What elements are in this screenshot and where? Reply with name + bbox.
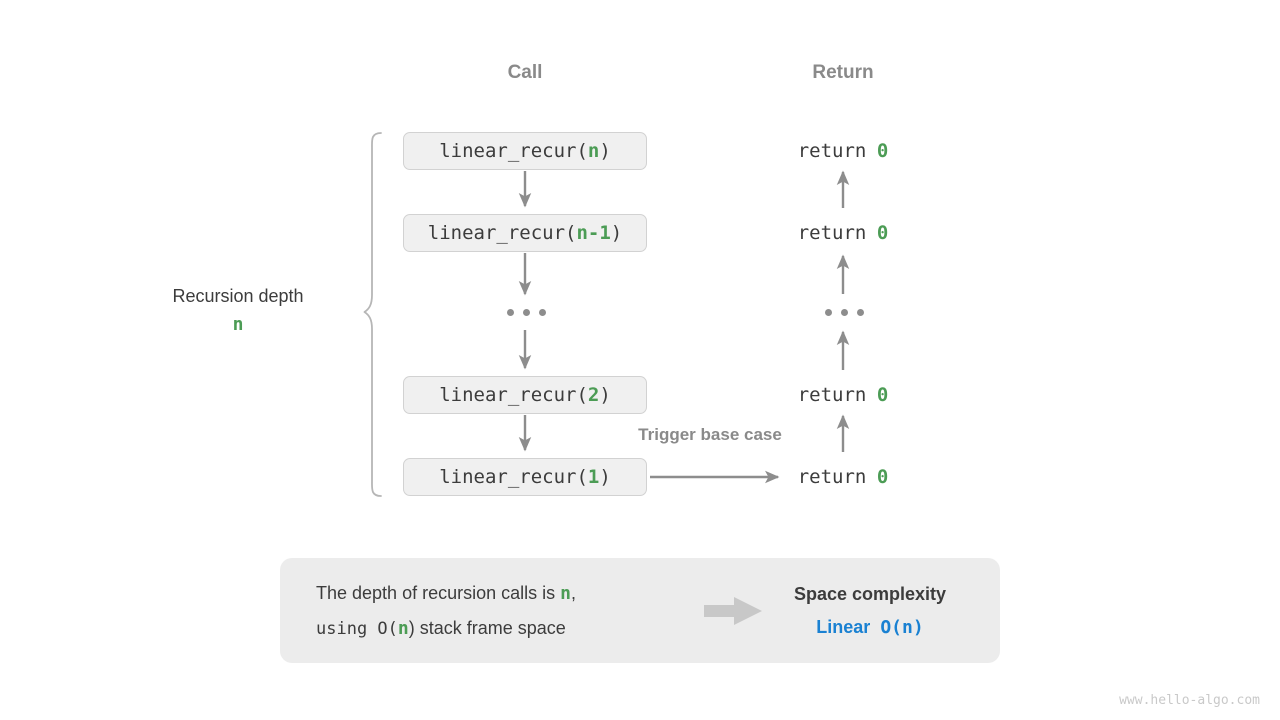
call-frame-prefix: linear_recur( [439,384,588,406]
call-frame-box: linear_recur(n-1) [403,214,647,252]
recursion-depth-brace [363,132,382,497]
summary-result-word: Linear [816,617,871,638]
call-frame-box: linear_recur(n) [403,132,647,170]
return-keyword: return [797,466,867,488]
call-frame-suffix: ) [610,222,623,244]
return-statement: return 0 [763,376,923,414]
ellipsis-call [507,309,546,316]
summary-line1-before: The depth of recursion calls is [316,583,561,603]
right-arrow-icon [704,597,762,625]
call-frame-prefix: linear_recur( [439,466,588,488]
watermark: www.hello-algo.com [1119,693,1260,708]
summary-line-2: using O(n) stack frame space [316,611,706,646]
summary-result-value: Linear O(n) [770,611,970,644]
ellipsis-dot [841,309,848,316]
ellipsis-dot [825,309,832,316]
call-frame-prefix: linear_recur( [427,222,577,244]
return-keyword: return [797,384,867,406]
column-header-call: Call [507,62,543,83]
recursion-depth-value: n [232,313,244,335]
call-frame-prefix: linear_recur( [439,140,588,162]
return-keyword: return [797,222,867,244]
call-frame-box: linear_recur(2) [403,376,647,414]
summary-line2-var: n [397,618,409,640]
summary-result-title: Space complexity [793,584,947,604]
call-frame-arg: 2 [587,384,600,406]
return-value: 0 [876,384,889,406]
call-frame-arg: n-1 [576,222,611,244]
column-header-return: Return [812,62,874,83]
trigger-base-case-label: Trigger base case [638,425,782,444]
recursion-depth-label: Recursion depth n [118,283,358,339]
ellipsis-dot [539,309,546,316]
ellipsis-dot [857,309,864,316]
summary-line2-before: using O( [316,619,398,640]
return-statement: return 0 [763,132,923,170]
ellipsis-return [825,309,864,316]
summary-result: Space complexity Linear O(n) [770,578,970,645]
call-frame-suffix: ) [599,140,611,162]
call-frame-box: linear_recur(1) [403,458,647,496]
summary-panel: The depth of recursion calls is n, using… [280,558,1000,663]
call-frame-suffix: ) [599,384,611,406]
ellipsis-dot [523,309,530,316]
summary-line-1: The depth of recursion calls is n, [316,576,706,611]
recursion-depth-text: Recursion depth [172,286,304,306]
summary-line1-after: , [570,583,576,603]
return-value: 0 [876,466,889,488]
return-statement: return 0 [763,214,923,252]
call-frame-suffix: ) [599,466,611,488]
return-value: 0 [876,222,889,244]
return-value: 0 [876,140,889,162]
ellipsis-dot [507,309,514,316]
summary-line2-after: ) stack frame space [408,618,566,639]
summary-result-notation: O(n) [880,617,924,639]
summary-line1-var: n [560,583,571,604]
return-statement: return 0 [763,458,923,496]
return-keyword: return [797,140,867,162]
call-frame-arg: 1 [587,466,600,488]
summary-description: The depth of recursion calls is n, using… [316,576,706,646]
call-frame-arg: n [587,140,600,162]
